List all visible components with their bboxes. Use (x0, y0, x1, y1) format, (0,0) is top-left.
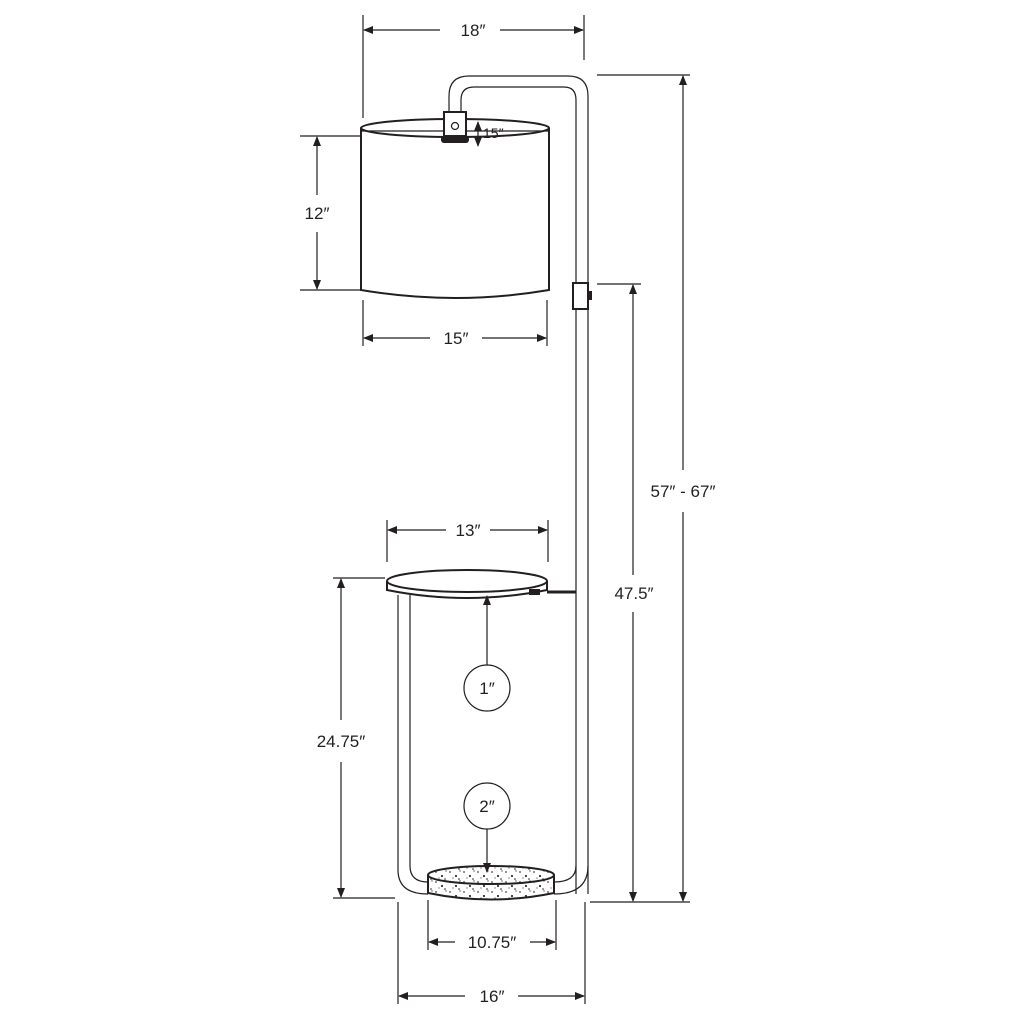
side-table-top (386, 569, 576, 599)
table-diameter-label: 13″ (456, 521, 481, 540)
shade-connector (441, 111, 469, 143)
shade-connector-label: 15″ (483, 125, 504, 141)
lamp-base (427, 865, 555, 901)
overall-width-label: 18″ (461, 21, 486, 40)
overall-height-label: 57″ - 67″ (651, 482, 716, 501)
lamp-pole (448, 75, 589, 894)
table-thickness-label: 1″ (479, 679, 494, 698)
clamp-height-label: 47.5″ (614, 584, 653, 603)
base-diameter-label: 10.75″ (468, 933, 517, 952)
frame-width-label: 16″ (480, 987, 505, 1006)
shade-diameter-label: 15″ (444, 329, 469, 348)
table-height-label: 24.75″ (317, 732, 366, 751)
dimension-lines (300, 15, 690, 1004)
shade-height-label: 12″ (305, 204, 330, 223)
height-adjust-clamp (572, 282, 592, 310)
base-thickness-label: 2″ (479, 797, 494, 816)
lamp-shade (360, 118, 550, 299)
usb-port-icon (529, 589, 540, 595)
table-frame (397, 595, 589, 895)
